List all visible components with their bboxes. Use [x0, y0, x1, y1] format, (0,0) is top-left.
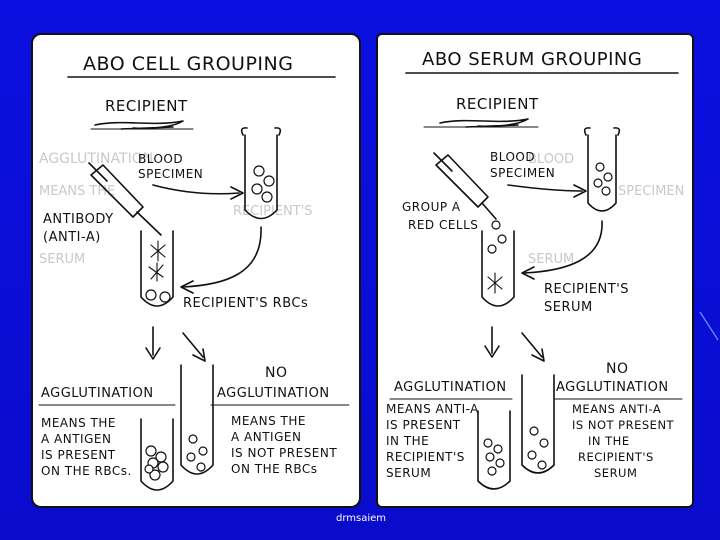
serum-transfer-arrow: [523, 220, 603, 274]
reagent-label-2: (ANTI-A): [43, 230, 101, 245]
blood-specimen-label: BLOOD: [490, 150, 535, 164]
arrow-head: [531, 348, 545, 362]
group-a-cells: [487, 220, 507, 254]
no-agglutination-label: AGGLUTINATION: [556, 380, 669, 395]
svg-text:A ANTIGEN: A ANTIGEN: [41, 432, 111, 446]
agglutination-label: AGGLUTINATION: [41, 386, 154, 401]
svg-text:MEANS THE: MEANS THE: [41, 416, 116, 430]
serum-grouping-diagram: BLOOD SPECIMEN SERUM ABO SERUM GROUPING …: [386, 49, 684, 490]
ghost-text: AGGLUTINATION: [39, 151, 153, 167]
recipient-arm: [439, 118, 529, 128]
svg-text:A ANTIGEN: A ANTIGEN: [231, 430, 301, 444]
recipient-arm: [94, 120, 184, 130]
rbc-transfer-arrow: [182, 226, 262, 288]
reaction-tube: [140, 230, 174, 307]
positive-tube: [477, 410, 511, 490]
specimen-tube: [244, 134, 278, 220]
arrow-head: [180, 280, 194, 294]
svg-text:ON THE RBCs: ON THE RBCs: [231, 462, 317, 476]
negative-tube: [521, 374, 555, 474]
positive-tube: [140, 418, 174, 491]
svg-text:IS NOT PRESENT: IS NOT PRESENT: [572, 418, 675, 432]
rbc-cells: [145, 289, 171, 303]
specimen-cells: [251, 165, 275, 203]
svg-text:ON THE RBCs.: ON THE RBCs.: [41, 464, 132, 478]
blood-specimen-label-2: SPECIMEN: [138, 167, 203, 181]
arrow-head: [484, 345, 500, 358]
dropper: [90, 164, 144, 218]
agglutinated-cells: [483, 438, 505, 476]
specimen-tube: [587, 134, 617, 212]
svg-text:MEANS ANTI-A: MEANS ANTI-A: [386, 402, 479, 416]
antibody-symbols: [148, 240, 166, 282]
no-label: NO: [606, 361, 629, 377]
dropper: [435, 154, 489, 208]
negative-tube: [180, 364, 214, 475]
svg-text:MEANS THE: MEANS THE: [231, 414, 306, 428]
ghost-text: SERUM: [528, 252, 574, 267]
specimen-cells: [593, 162, 613, 196]
serum-grouping-panel: BLOOD SPECIMEN SERUM ABO SERUM GROUPING …: [376, 33, 694, 508]
cell-grouping-diagram: AGGLUTINATION MEANS THE SERUM RECIPIENT'…: [38, 53, 350, 491]
arrow-head: [573, 184, 587, 198]
reaction-tube: [481, 230, 515, 307]
specimen-arrow: [507, 184, 583, 192]
ghost-text: RECIPIENT'S: [233, 204, 313, 219]
positive-explanation: MEANS ANTI-A IS PRESENT IN THE RECIPIENT…: [386, 402, 479, 480]
arrow-head: [230, 186, 244, 200]
ghost-text: MEANS THE: [39, 184, 115, 199]
positive-explanation: MEANS THE A ANTIGEN IS PRESENT ON THE RB…: [41, 416, 132, 478]
arrow-head: [521, 266, 535, 280]
dispersed-cells: [527, 426, 549, 470]
source-label-2: SERUM: [544, 300, 593, 315]
svg-text:SERUM: SERUM: [386, 466, 431, 480]
ghost-text: SERUM: [39, 252, 85, 267]
antibody-symbols: [487, 272, 503, 294]
slide-decoration: [699, 311, 719, 341]
svg-text:RECIPIENT'S: RECIPIENT'S: [386, 450, 465, 464]
arrow-head: [145, 347, 161, 360]
svg-text:IN THE: IN THE: [386, 434, 429, 448]
panel-title: ABO CELL GROUPING: [83, 53, 293, 75]
footer-credit: drmsaiem: [336, 513, 387, 524]
source-label: RECIPIENT'S RBCs: [183, 296, 308, 311]
negative-explanation: MEANS THE A ANTIGEN IS NOT PRESENT ON TH…: [231, 414, 337, 476]
reagent-label: ANTIBODY: [43, 212, 114, 227]
negative-explanation: MEANS ANTI-A IS NOT PRESENT IN THE RECIP…: [572, 402, 675, 480]
svg-text:IS PRESENT: IS PRESENT: [386, 418, 461, 432]
blood-specimen-label: BLOOD: [138, 152, 183, 166]
ghost-text: SPECIMEN: [618, 184, 684, 199]
svg-text:SERUM: SERUM: [594, 466, 637, 480]
svg-text:MEANS ANTI-A: MEANS ANTI-A: [572, 402, 661, 416]
no-label: NO: [265, 365, 288, 381]
arrow-head: [192, 348, 206, 362]
cell-grouping-panel: AGGLUTINATION MEANS THE SERUM RECIPIENT'…: [31, 33, 361, 508]
svg-text:IS NOT PRESENT: IS NOT PRESENT: [231, 446, 337, 460]
agglutinated-cells: [144, 445, 169, 481]
source-label: RECIPIENT'S: [544, 282, 629, 297]
reagent-label-2: RED CELLS: [408, 218, 478, 232]
svg-text:IN THE: IN THE: [588, 434, 630, 448]
recipient-label: RECIPIENT: [105, 97, 188, 115]
svg-text:IS PRESENT: IS PRESENT: [41, 448, 116, 462]
specimen-arrow: [152, 184, 240, 195]
dispersed-cells: [186, 434, 208, 472]
agglutination-label: AGGLUTINATION: [394, 380, 507, 395]
svg-text:RECIPIENT'S: RECIPIENT'S: [578, 450, 654, 464]
recipient-label: RECIPIENT: [456, 95, 539, 113]
ghost-text: BLOOD: [528, 152, 574, 167]
no-agglutination-label: AGGLUTINATION: [217, 386, 330, 401]
blood-specimen-label-2: SPECIMEN: [490, 166, 555, 180]
panel-title: ABO SERUM GROUPING: [422, 49, 642, 70]
reagent-label: GROUP A: [402, 200, 461, 214]
